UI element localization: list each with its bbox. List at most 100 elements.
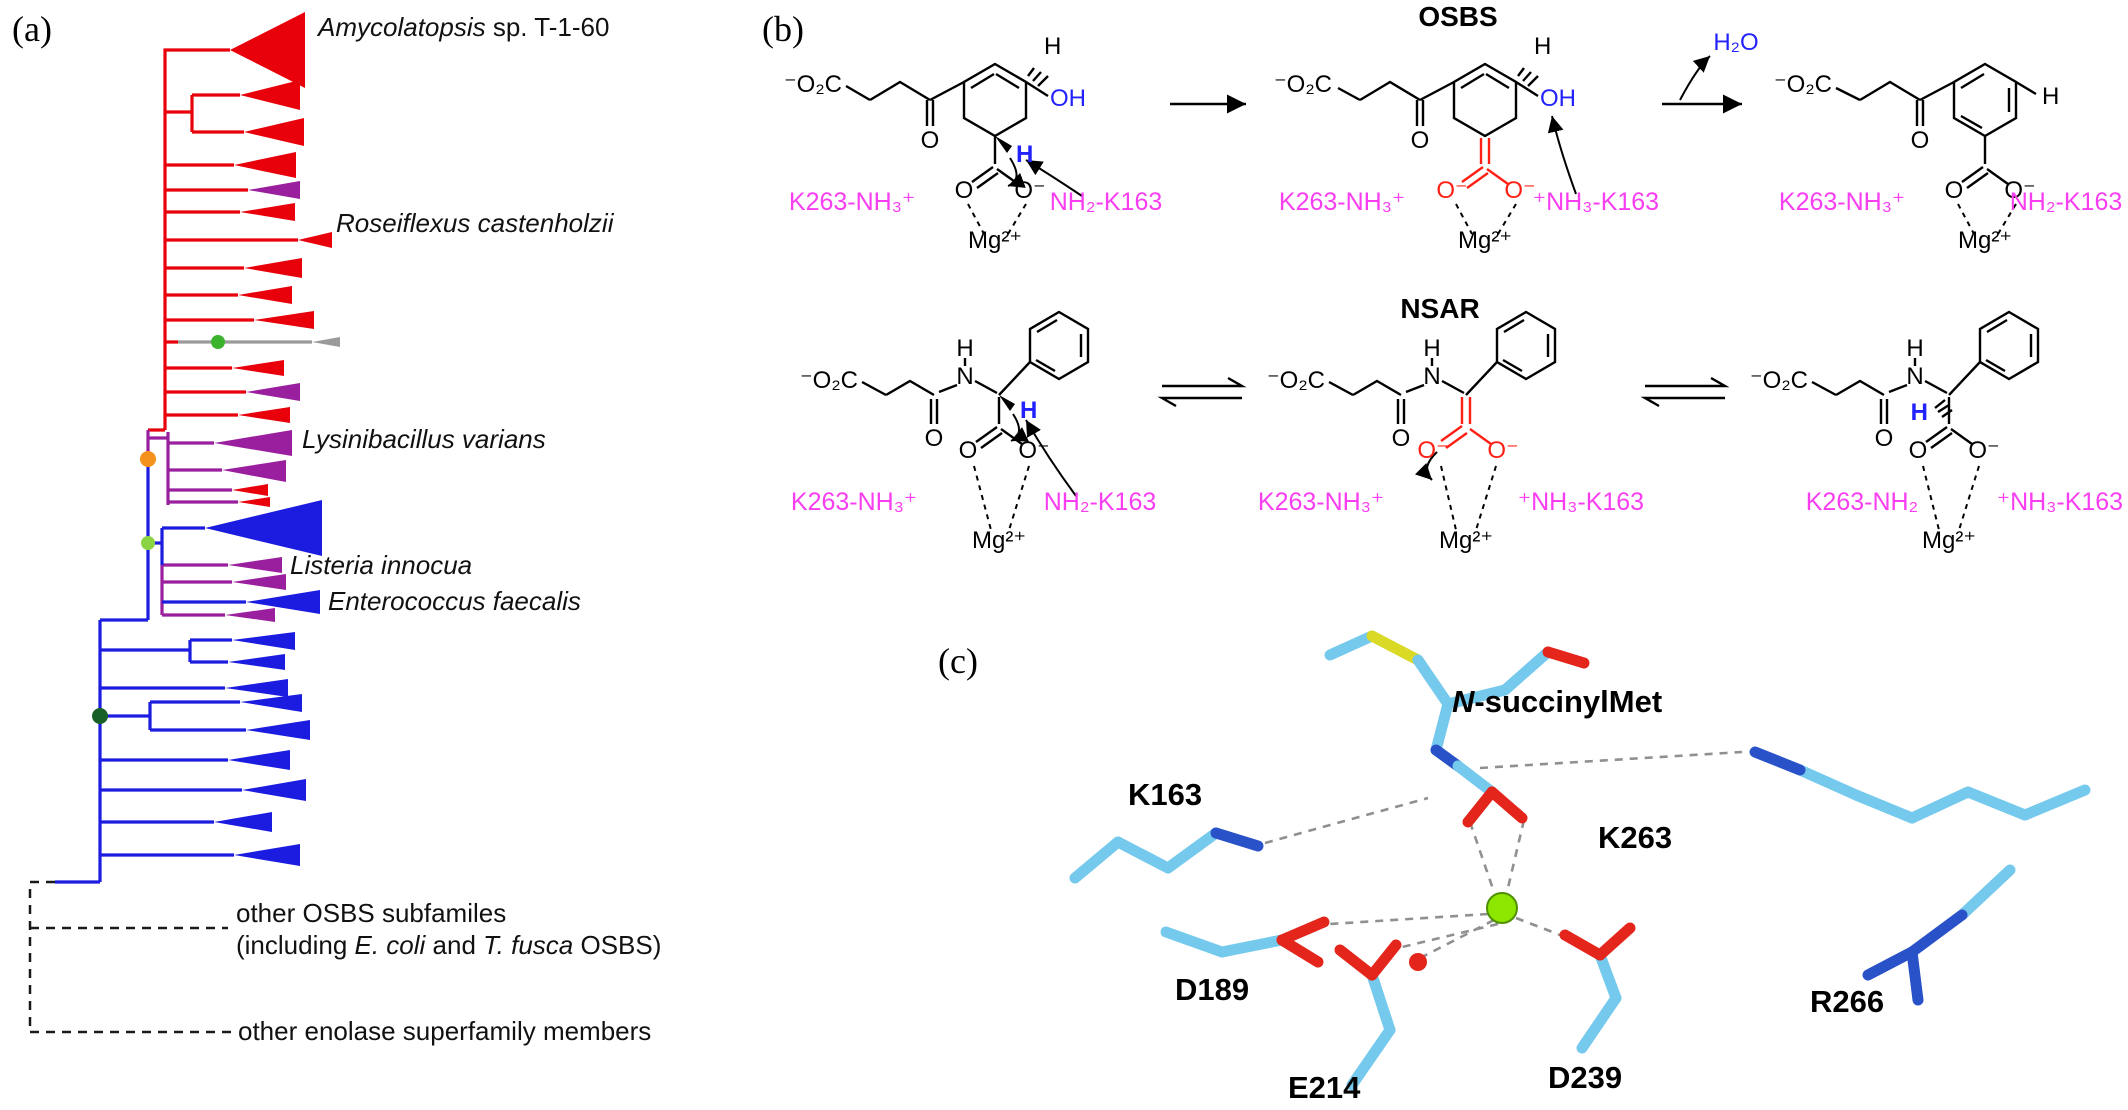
carboxylate-label: ⁻O₂C (1750, 367, 1808, 394)
carboxylate-label: ⁻O₂C (784, 71, 842, 98)
ketone-oxygen-label: O (1911, 127, 1930, 154)
proton-abstraction-arrow (1025, 419, 1077, 497)
amide-hydrogen-label: H (956, 335, 973, 362)
residue-stick (1576, 992, 1622, 1054)
hbond-dash (1479, 750, 1743, 770)
e214-residue-sticks (1334, 939, 1402, 1091)
active-site-structure-svg: K163 N-succinylMet K263 D189 R266 E214 D… (1069, 630, 2091, 1105)
amide-oxygen-label: O (925, 425, 944, 452)
carboxyl-oxygen-label: O (1945, 177, 1964, 204)
d239-residue-sticks (1559, 922, 1636, 1054)
residue-label-k163: K163 (1128, 777, 1202, 812)
hydroxyl-label: OH (1050, 85, 1086, 112)
k263-label: K263-NH₂ (1806, 488, 1919, 516)
ketone-oxygen-label: O (921, 127, 940, 154)
residue-label-d189: D189 (1175, 972, 1249, 1007)
oxygen-stick (1486, 786, 1528, 824)
magnesium-label: Mg²⁺ (1958, 227, 2012, 254)
collapsed-clade (228, 750, 290, 770)
collapsed-clade (232, 574, 286, 590)
water-label: H₂O (1713, 29, 1758, 56)
residue-stick (1162, 827, 1222, 874)
amide-hydrogen-label: H (1423, 335, 1440, 362)
carboxyl-oxygen-label: O (1909, 437, 1928, 464)
nsar-substrate-structure: ⁻O₂C O H N H O O⁻ Mg²⁺ K263-NH₃⁺ NH₂-K16… (791, 310, 1157, 554)
magnesium-label: Mg²⁺ (1922, 527, 1976, 554)
ligand-stick (1452, 760, 1498, 798)
taxon-label-amycolatopsis: Amycolatopsis sp. T-1-60 (316, 12, 609, 42)
residue-stick (1346, 1024, 1396, 1091)
collapsed-clade (246, 720, 310, 740)
carboxylate-label: ⁻O₂C (1274, 71, 1332, 98)
blue-branches (55, 459, 246, 884)
collapsed-clade (240, 80, 300, 110)
mg-dash (1468, 821, 1496, 893)
carboxylate-label: ⁻O₂C (1774, 71, 1832, 98)
nitrogen-stick (1906, 946, 1924, 1006)
bond-skeleton (1337, 62, 1539, 138)
enolate-bonds (1461, 138, 1509, 189)
r266-residue-sticks (1862, 864, 2016, 1006)
oxygen-stick (1542, 646, 1590, 669)
collapsed-clade (244, 118, 304, 146)
magnesium-ion-sphere (1486, 892, 1518, 924)
mg-coordination-dashes (1922, 465, 1980, 531)
oxygen-stick (1276, 916, 1330, 946)
k163-label: ⁺NH₃-K163 (1997, 488, 2123, 516)
taxon-label-roseiflexus: Roseiflexus castenholzii (336, 208, 615, 238)
hydrogen-bond-dashes (1264, 750, 1743, 958)
amide-nitrogen-label: N (956, 363, 973, 390)
taxon-label-lysinibacillus: Lysinibacillus varians (302, 424, 546, 454)
osbs-intermediate-structure: ⁻O₂C O H OH O⁻ O⁻ Mg²⁺ K263-NH₃⁺ ⁺NH₃-K1… (1274, 33, 1659, 254)
oxygen-stick (1366, 939, 1402, 981)
residue-stick (1794, 764, 1862, 801)
enolate-oxygen-label: O⁻ (1487, 437, 1518, 464)
collapsed-clade (228, 557, 282, 573)
k163-label: NH₂-K163 (1044, 488, 1157, 516)
collapsed-clade (238, 286, 292, 304)
osbs-reaction-title: OSBS (1418, 1, 1497, 32)
collapsed-clade (244, 258, 302, 278)
residue-stick (1160, 926, 1228, 958)
nsar-reaction-title: NSAR (1400, 293, 1479, 324)
collapsed-clade (238, 407, 290, 423)
oxygen-stick (1334, 944, 1378, 981)
ligand-stick (1412, 654, 1454, 710)
sulfur-stick (1366, 630, 1424, 666)
k263-label: K263-NH₃⁺ (1279, 188, 1405, 216)
nsar-intermediate-structure: ⁻O₂C O H N O⁻ O⁻ Mg²⁺ K263-NH₃⁺ ⁺NH₃-K16… (1258, 310, 1644, 554)
red-branches (148, 48, 298, 432)
collapsed-clade (232, 632, 295, 650)
amide-oxygen-label: O (1392, 425, 1411, 452)
residue-label-d239: D239 (1548, 1060, 1622, 1095)
d189-residue-sticks (1160, 916, 1330, 968)
bond-skeleton (1811, 310, 2040, 449)
blue-clade-triangles (205, 500, 322, 866)
outgroup-dashed-branches (28, 880, 232, 1034)
enolate-oxygen-label: O⁻ (1417, 437, 1448, 464)
mg-dash (1505, 819, 1526, 893)
amide-nitrogen-label: N (1423, 363, 1440, 390)
collapsed-clade (232, 360, 284, 376)
water-molecule-sphere (1409, 953, 1427, 971)
purple-clade-branches (146, 430, 238, 617)
collapsed-clade (238, 497, 270, 507)
k163-label: NH₂-K163 (1050, 188, 1163, 216)
magnesium-label: Mg²⁺ (1439, 527, 1493, 554)
collapsed-clade-gray (312, 337, 340, 347)
osbs-substrate-structure: ⁻O₂C O H OH H O O⁻ Mg²⁺ K263-NH₃⁺ NH₂-K1… (784, 33, 1162, 254)
collapsed-clade (234, 844, 300, 866)
bond-skeleton (1328, 310, 1557, 424)
ligand-label: N-succinylMet (1452, 684, 1662, 719)
residue-stick (1962, 786, 2031, 821)
mg-dash (1329, 912, 1489, 926)
proton-transfer-arrow (1547, 115, 1577, 195)
purple-clade-triangles (214, 181, 300, 622)
node-dot-orange (140, 451, 156, 467)
n-succinylmet-ligand-sticks (1324, 630, 1590, 828)
ligand-stick (1430, 698, 1454, 756)
k263-label: K263-NH₃⁺ (791, 488, 917, 516)
k263-label: K263-NH₃⁺ (1779, 188, 1905, 216)
alpha-hydrogen-label: H (1911, 399, 1928, 426)
collapsed-clade (242, 779, 306, 801)
